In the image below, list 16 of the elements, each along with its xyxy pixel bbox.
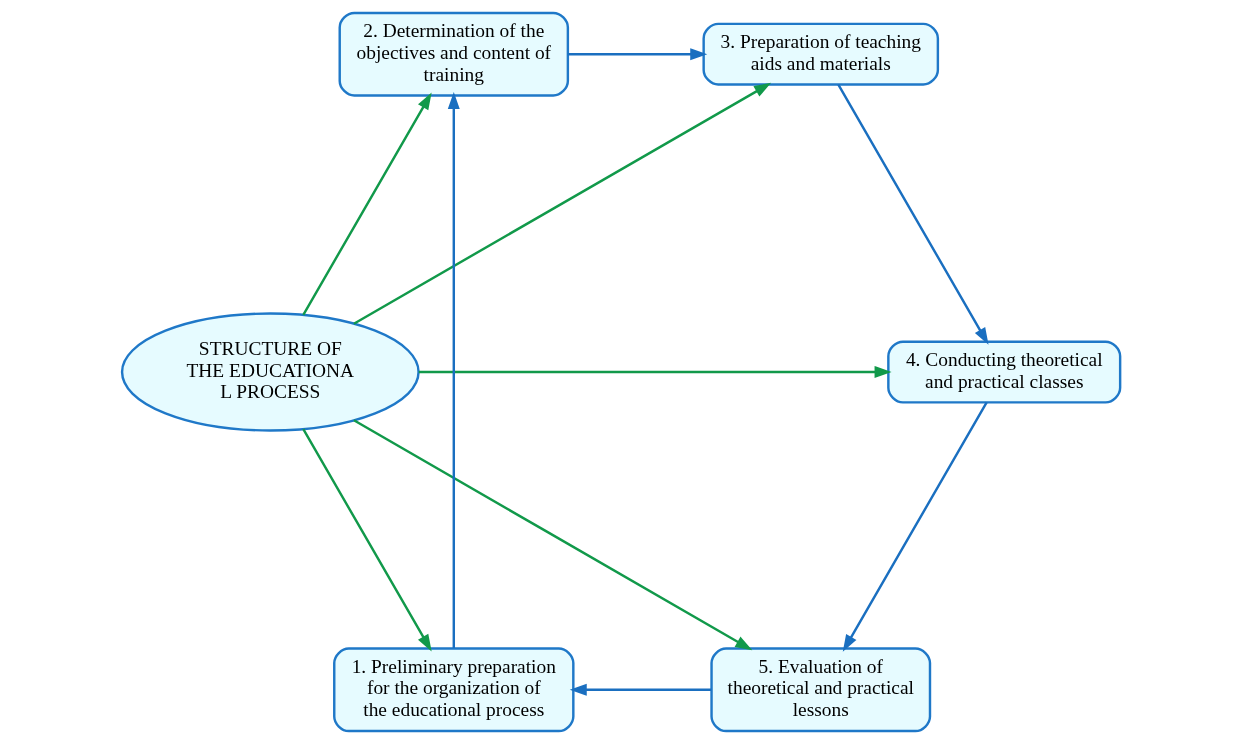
arrow: [301, 428, 432, 652]
arrow: [842, 401, 988, 652]
node-box: 1. Preliminary preparation for the organization of the educational process: [332, 647, 575, 733]
arrow: [301, 92, 432, 316]
arrow: [352, 419, 752, 651]
node-ellipse: STRUCTURE OF THE EDUCATIONA L PROCESS: [120, 312, 420, 432]
arrow: [418, 366, 892, 378]
node-box: 2. Determination of the objectives and content of training: [338, 11, 569, 97]
node-box: 3. Preparation of teaching aids and materials: [701, 22, 939, 86]
arrow: [569, 683, 711, 696]
node-box: 4. Conducting theoretical and practical classes: [886, 340, 1121, 404]
node-box: 5. Evaluation of theoretical and practical lessons: [709, 647, 931, 733]
arrow: [567, 48, 707, 61]
arrow: [447, 91, 460, 649]
arrow: [352, 82, 771, 325]
arrow: [836, 84, 989, 345]
